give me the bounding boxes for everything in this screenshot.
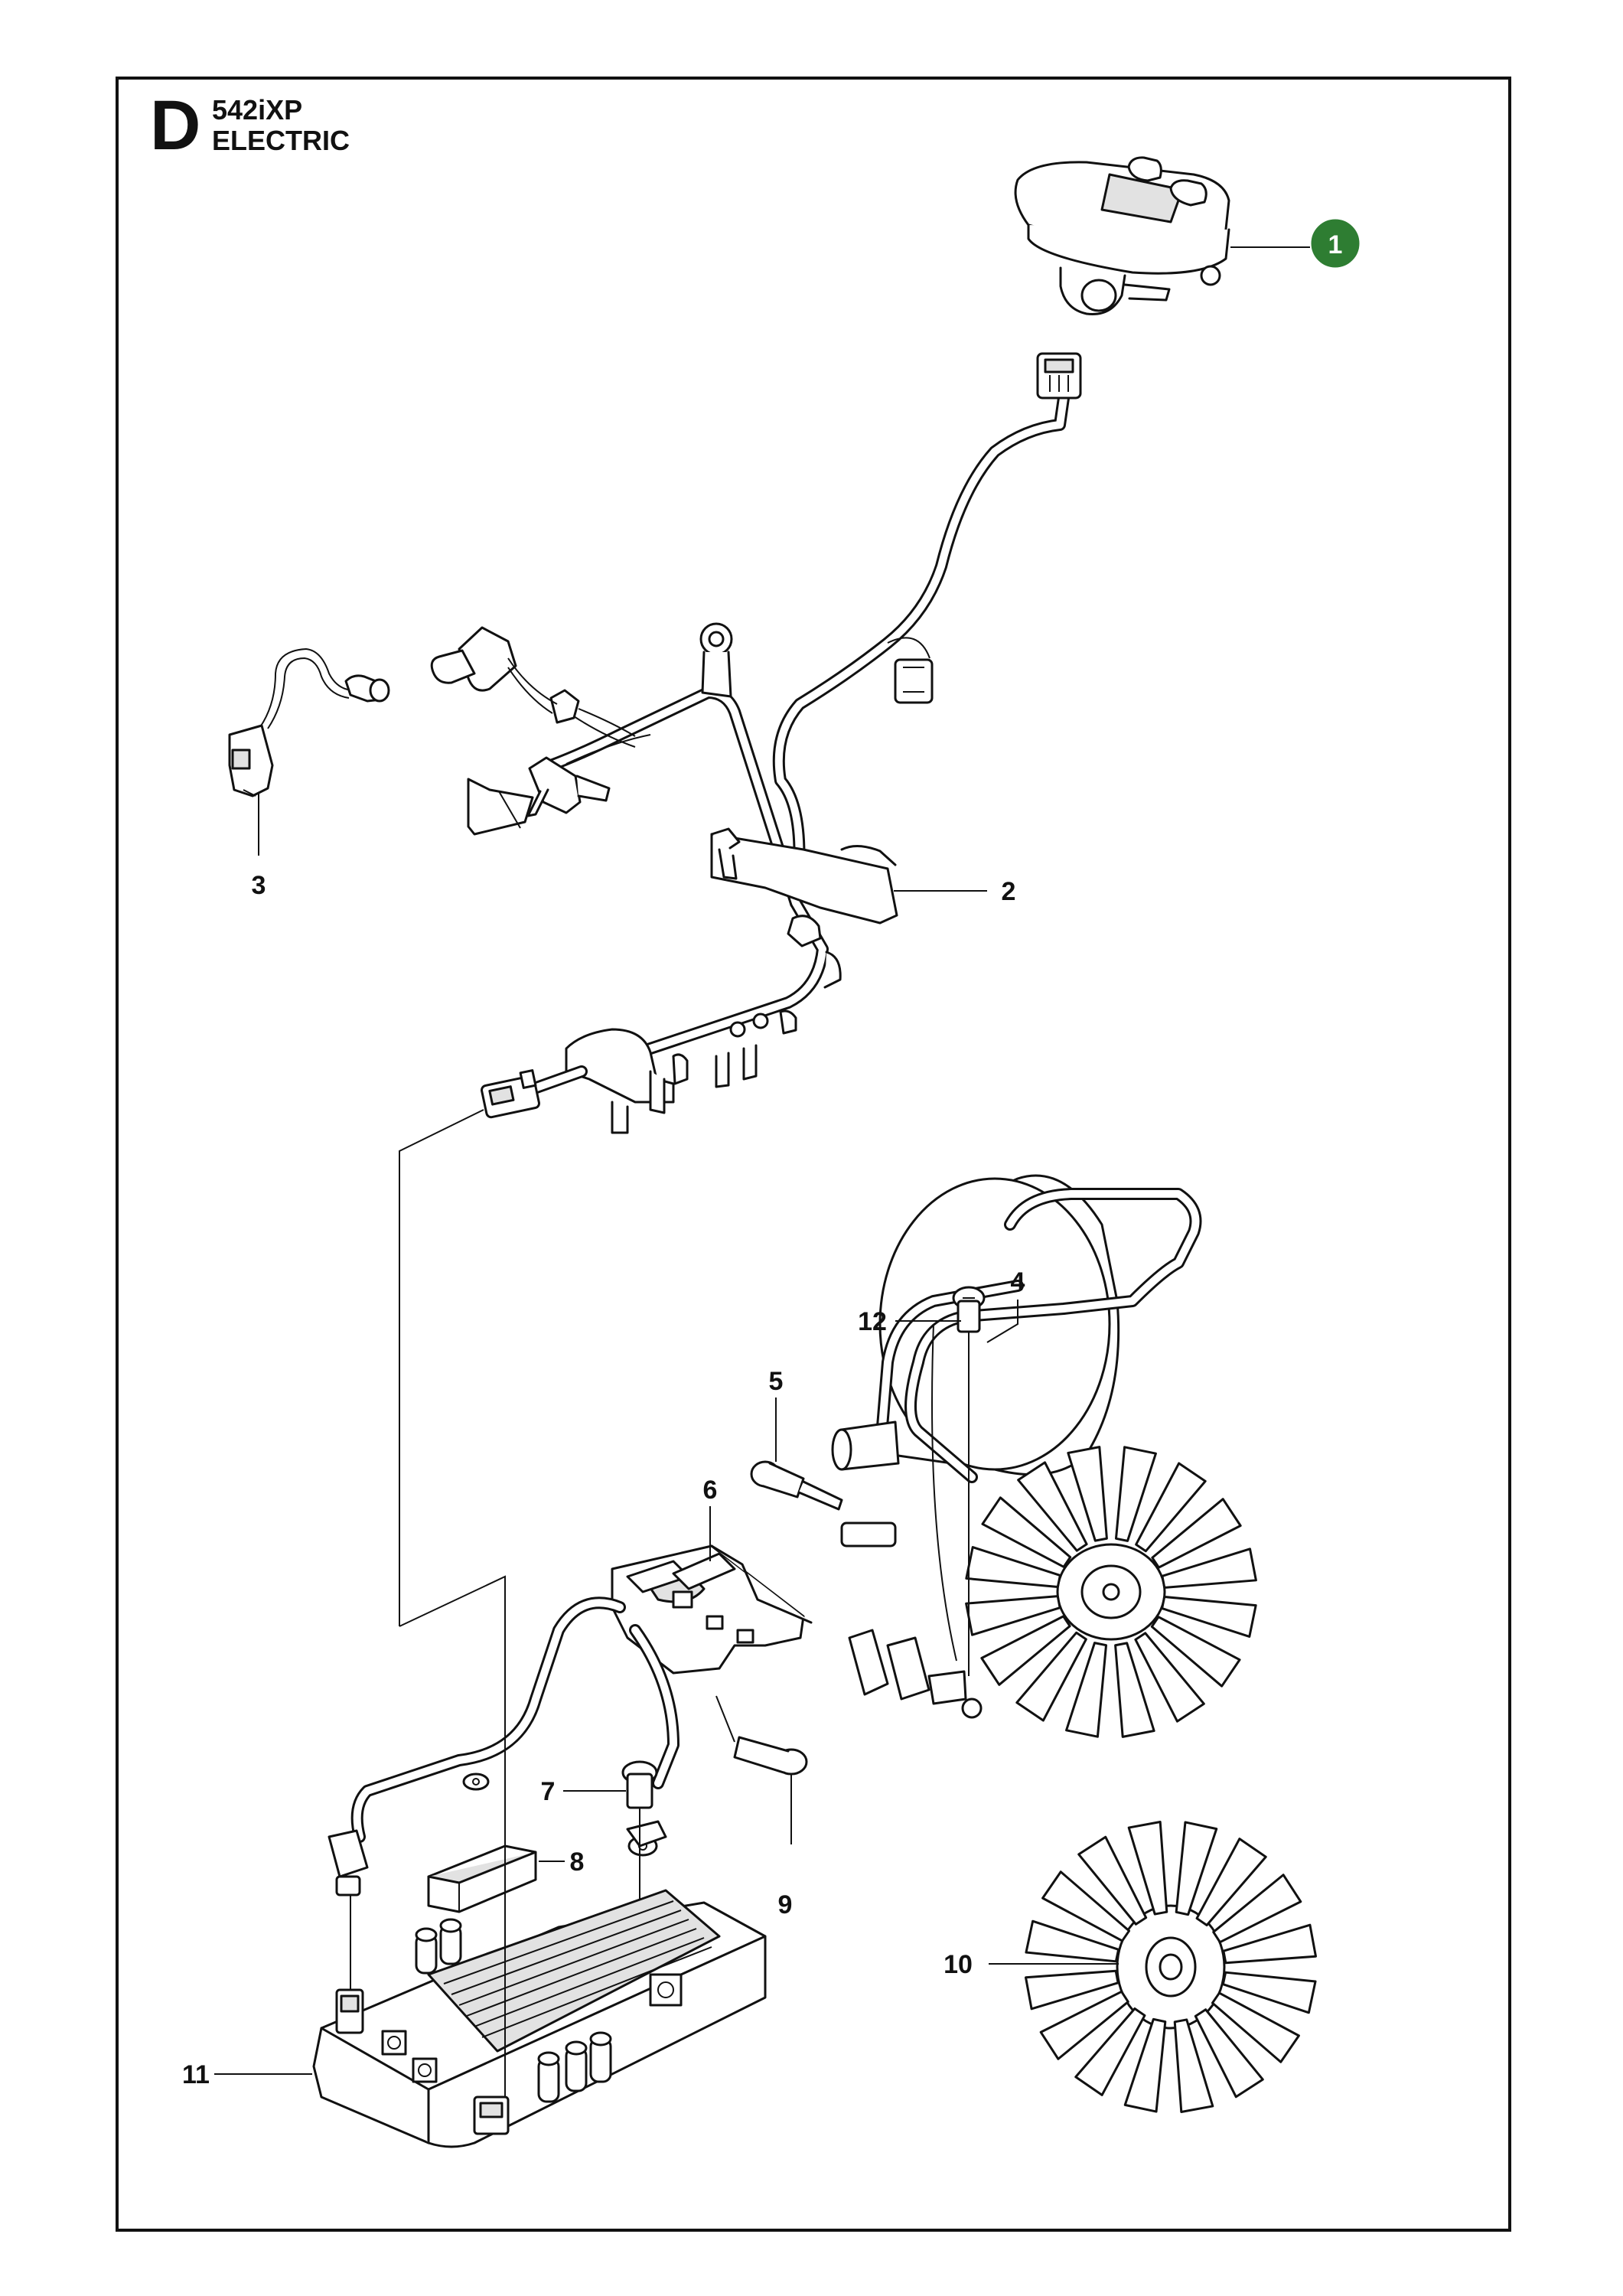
leader-lines bbox=[214, 246, 1310, 2075]
callout-10-label: 10 bbox=[943, 1950, 973, 1979]
callout-12-label: 12 bbox=[858, 1307, 887, 1336]
callout-11-label: 11 bbox=[182, 2060, 210, 2089]
part-7-screw bbox=[621, 1760, 658, 1990]
part-10-fan bbox=[1116, 1904, 1226, 2030]
part-4-motor-stator bbox=[831, 1174, 1202, 1719]
part-3-sensor bbox=[228, 647, 390, 797]
fan-blade bbox=[1161, 1548, 1257, 1589]
fan-blade bbox=[1077, 1835, 1148, 1926]
fan-blade bbox=[965, 1595, 1061, 1636]
connector-line-harness-to-module bbox=[399, 1109, 484, 1626]
fan-blade bbox=[1015, 1631, 1087, 1722]
callout-3-label: 3 bbox=[252, 871, 266, 900]
callout-6-label: 6 bbox=[703, 1476, 718, 1505]
fan-blade bbox=[1127, 1821, 1168, 1916]
part-11-control-module bbox=[312, 1575, 767, 2148]
fan-blade bbox=[1025, 1969, 1119, 2011]
fan-blade bbox=[1150, 1616, 1241, 1688]
part-10-fan-blades bbox=[1025, 1821, 1317, 2113]
diagram-frame bbox=[116, 77, 1511, 2232]
part-6-wires bbox=[328, 1596, 680, 1896]
fan-blade bbox=[1067, 1446, 1108, 1542]
fan-blade bbox=[1161, 1595, 1257, 1638]
fan-blade bbox=[1221, 1971, 1317, 2014]
fan-blade bbox=[1175, 1821, 1218, 1916]
fan-blade bbox=[1114, 1446, 1157, 1542]
fan-blade bbox=[981, 1496, 1072, 1568]
fan-blade bbox=[965, 1546, 1061, 1589]
fan-blade bbox=[1114, 1642, 1155, 1738]
fan-blade bbox=[1041, 1870, 1131, 1942]
fan-blade bbox=[1065, 1642, 1108, 1738]
section-letter: D bbox=[150, 86, 201, 165]
fan-blade bbox=[1039, 1990, 1129, 2060]
fan-blade bbox=[1173, 2018, 1214, 2113]
section-title: ELECTRIC bbox=[212, 125, 350, 156]
part-5-bolt bbox=[750, 1460, 843, 1511]
part-6-terminal-block bbox=[611, 1544, 813, 1675]
fan-blade bbox=[1123, 2017, 1167, 2113]
fan-blade bbox=[980, 1615, 1071, 1686]
callout-1-label: 1 bbox=[1328, 230, 1343, 259]
fan-blade bbox=[1211, 1991, 1300, 2063]
fan-blade bbox=[1212, 1874, 1302, 1944]
callout-9-label: 9 bbox=[778, 1890, 793, 1919]
callout-8-label: 8 bbox=[570, 1848, 585, 1877]
fan-blade bbox=[1135, 1462, 1207, 1553]
fan-blade bbox=[1195, 1838, 1267, 1927]
part-9-bolt bbox=[715, 1695, 808, 1844]
fan-blade bbox=[1194, 2008, 1264, 2099]
callout-labels: 1 2 3 4 5 6 7 8 9 10 11 12 bbox=[182, 219, 1360, 2089]
part-12-screw bbox=[952, 1286, 986, 1676]
fan-blade bbox=[1134, 1632, 1205, 1723]
fan-blade bbox=[1025, 1919, 1120, 1963]
callout-1-badge bbox=[1311, 219, 1360, 268]
part-2-wiring-harness bbox=[430, 352, 1082, 1134]
fan-blade bbox=[1222, 1923, 1317, 1965]
part-4-motor-fan-blades bbox=[965, 1446, 1257, 1738]
model-name: 542iXP bbox=[212, 94, 303, 126]
part-1-handle-switch bbox=[1014, 156, 1230, 315]
fan-blade bbox=[1017, 1461, 1088, 1552]
callout-2-label: 2 bbox=[1002, 877, 1016, 906]
fan-blade bbox=[1074, 2007, 1146, 2096]
fan-blade bbox=[1151, 1498, 1242, 1569]
part-8-insulator bbox=[427, 1844, 537, 1913]
callout-4-label: 4 bbox=[1011, 1267, 1025, 1296]
callout-7-label: 7 bbox=[541, 1777, 556, 1806]
callout-5-label: 5 bbox=[769, 1367, 784, 1396]
